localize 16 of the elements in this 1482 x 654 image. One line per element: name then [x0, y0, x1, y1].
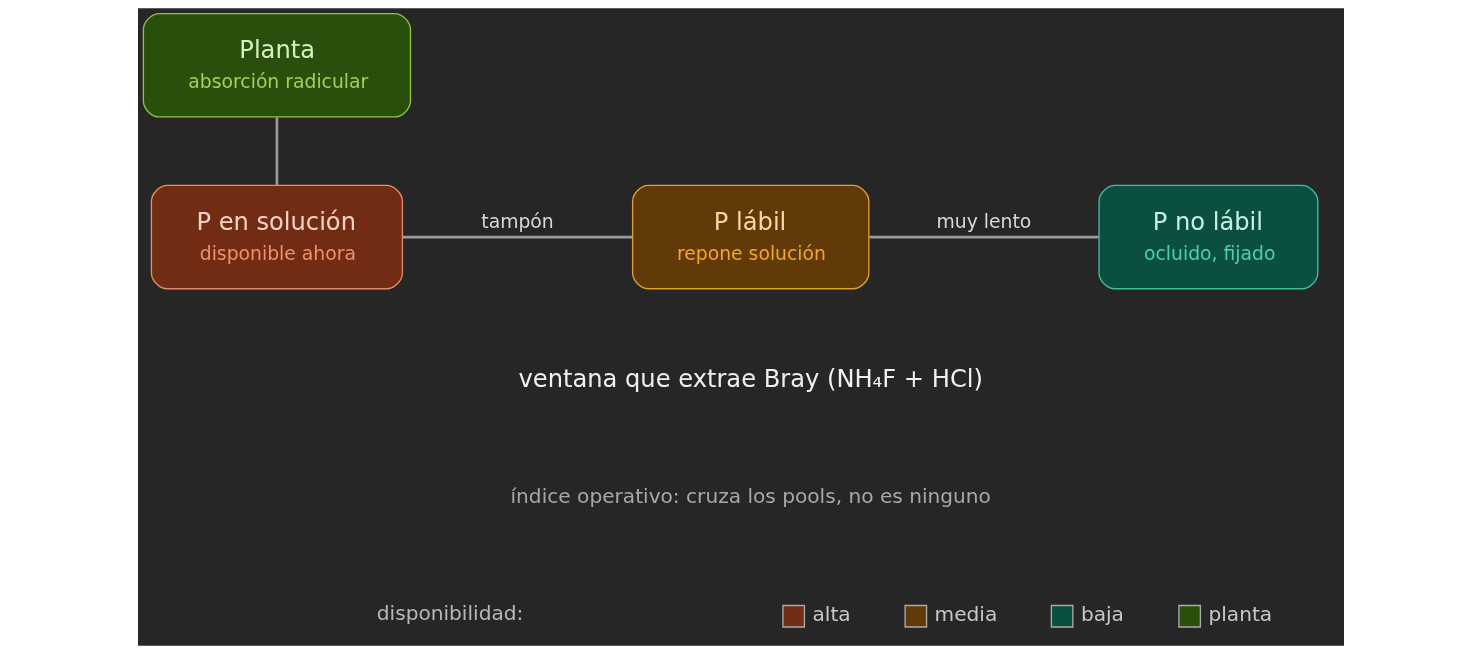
connector	[402, 235, 633, 239]
connector	[869, 235, 1099, 239]
node-box: P no lábil ocluido, fijado	[1098, 184, 1319, 290]
legend-label: planta	[1208, 601, 1273, 626]
node-box: P en solución disponible ahora	[150, 184, 404, 290]
edge-label: tampón	[481, 210, 554, 232]
label: ventana que extrae Bray (NH₄F + HCl)	[518, 365, 983, 394]
node-box: Planta absorción radicular	[142, 12, 412, 118]
legend-label: media	[934, 601, 998, 626]
edge-label: muy lento	[936, 210, 1032, 232]
legend-label: baja	[1080, 601, 1124, 626]
legend-label: alta	[812, 601, 851, 626]
label: índice operativo: cruza los pools, no es ninguno	[510, 483, 991, 508]
label: disponibilidad:	[376, 601, 524, 626]
connector	[275, 117, 279, 185]
node-box: P lábil repone solución	[631, 184, 870, 290]
